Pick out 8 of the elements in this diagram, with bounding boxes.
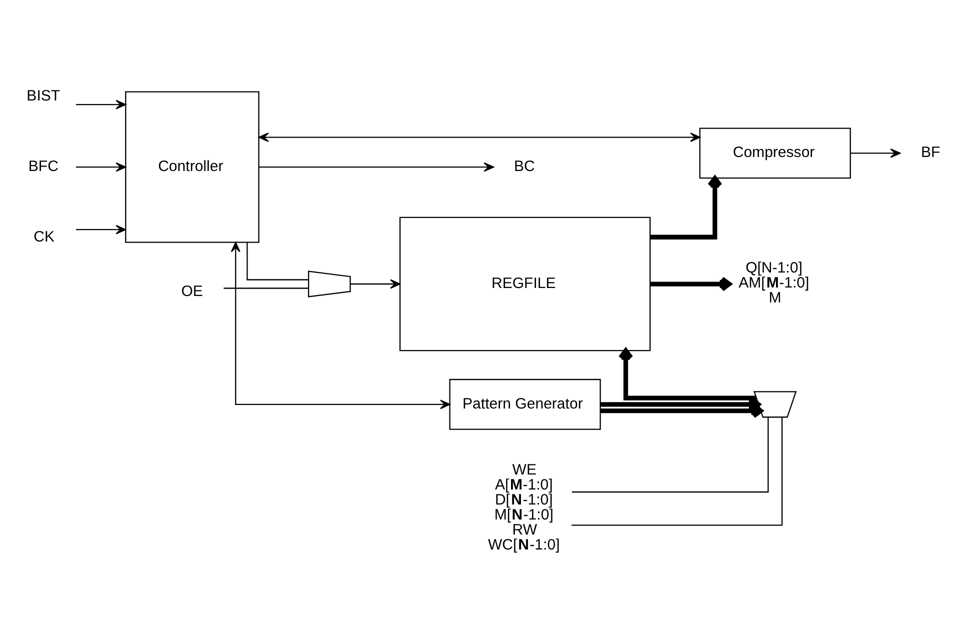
node-text: BF [920,144,940,161]
node-text: CK [34,228,55,246]
node-text: BIST [26,86,60,104]
node-text: OE [181,282,203,300]
node-text: Q[N-1:0] AM[M-1:0] M [738,258,810,306]
node-text: BC [514,158,535,175]
node-text: WE A[M-1:0] D[N-1:0] M[N-1:0] RW WC[N-1:0] [488,460,560,554]
node-text: BFC [28,158,58,175]
